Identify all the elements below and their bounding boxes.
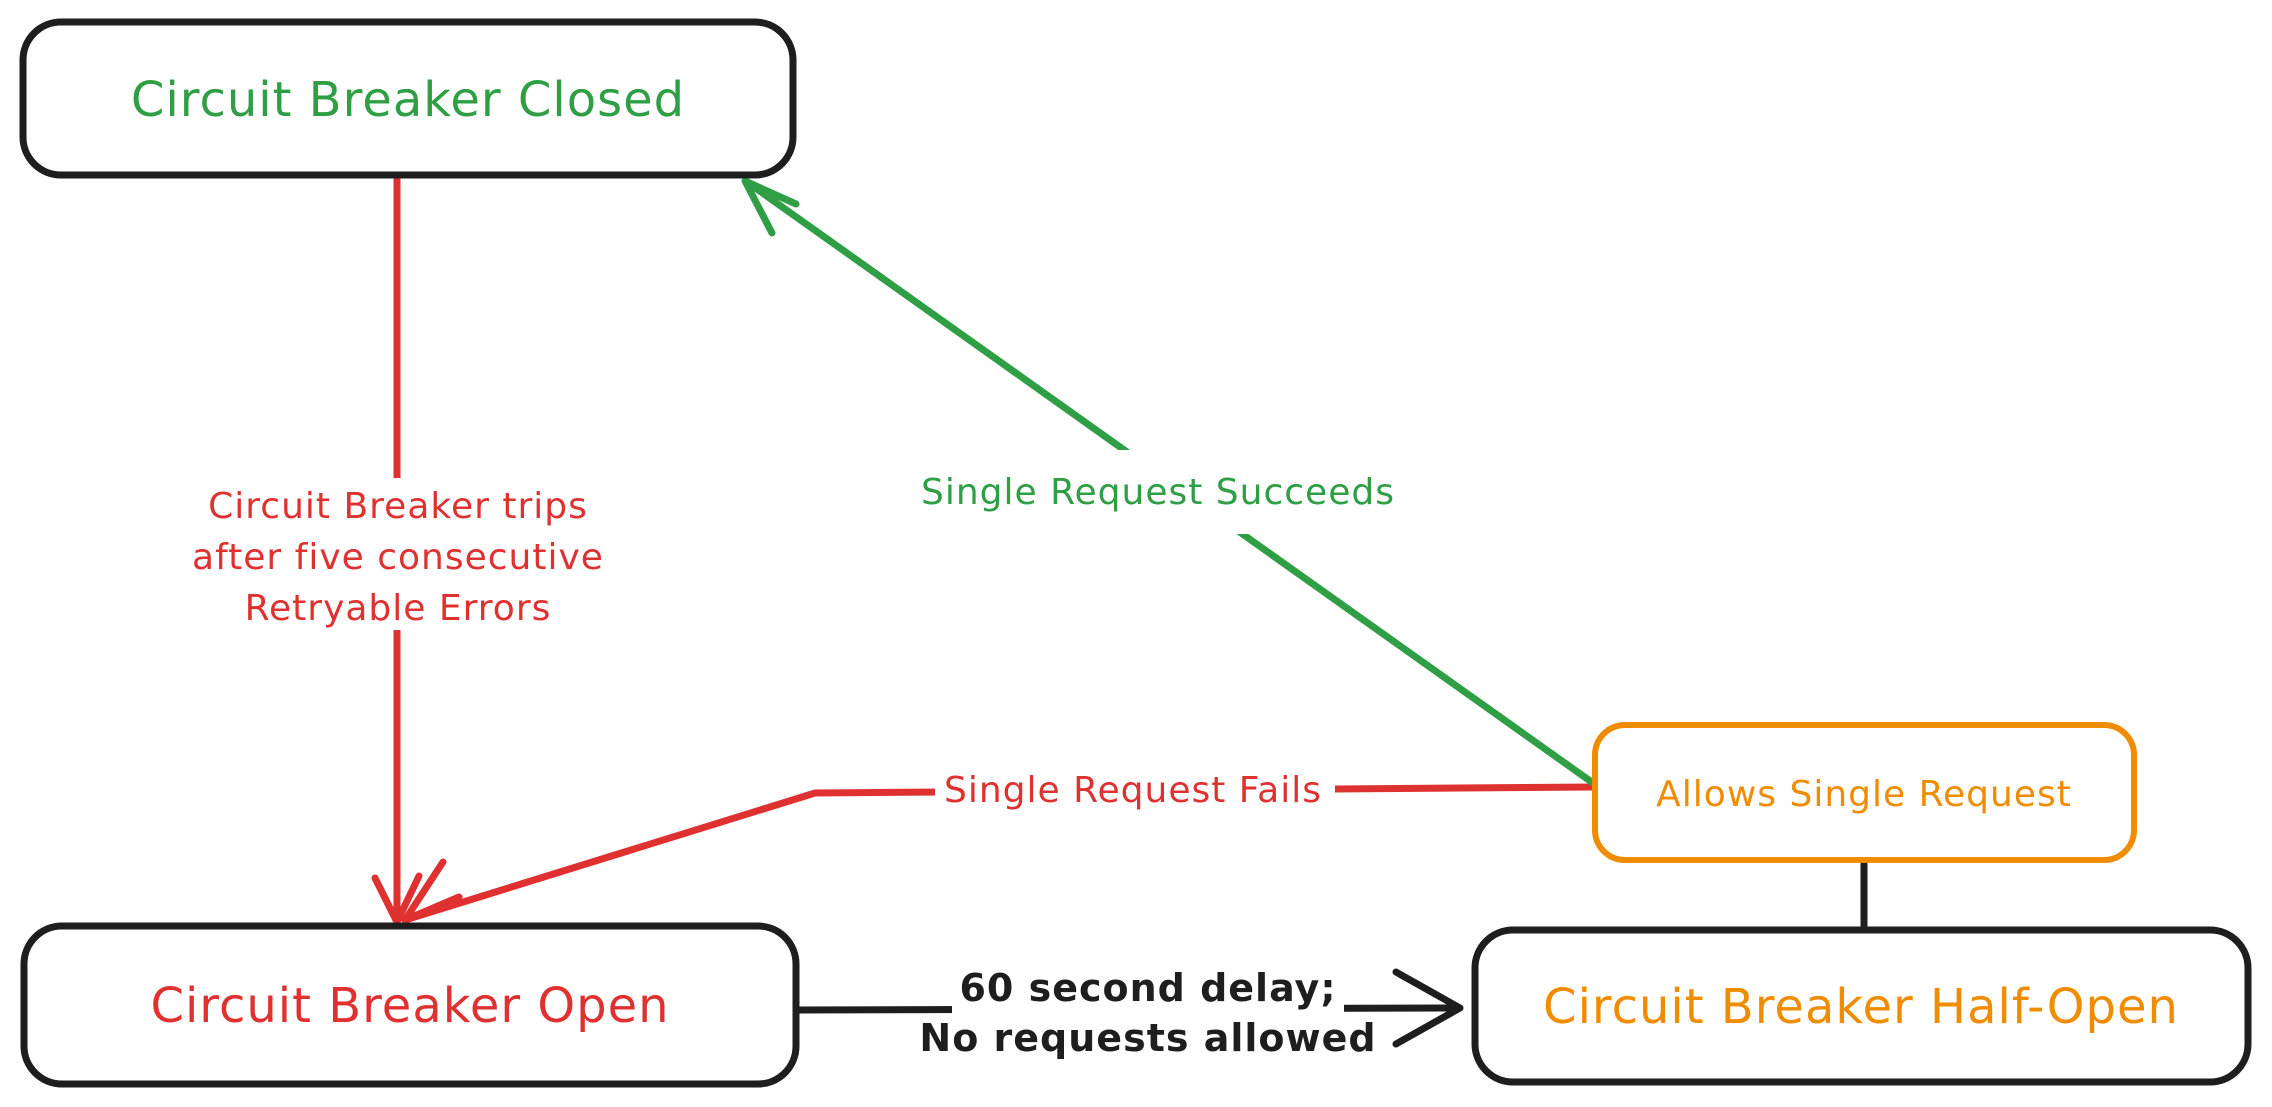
state-closed-box (19, 18, 797, 179)
state-closed-label: Circuit Breaker Closed (131, 72, 685, 128)
edge-single-request-succeeds-arrowhead-icon (741, 177, 800, 237)
state-open-label: Circuit Breaker Open (150, 978, 669, 1034)
trips-label-line-2: after five consecutive (192, 537, 604, 578)
allows-single-request-label: Allows Single Request (1656, 774, 2072, 815)
delay-label-background (952, 952, 1344, 1067)
state-open-box (20, 922, 800, 1088)
fails-label-background (935, 752, 1335, 824)
succeeds-label-background (905, 450, 1405, 534)
single-request-fails-label: Single Request Fails (944, 770, 1322, 811)
trips-label-line-3: Retryable Errors (245, 588, 552, 629)
delay-label-line-2: No requests allowed (919, 1016, 1376, 1060)
edge-delay-arrowhead-icon (1392, 968, 1464, 1048)
state-half-open-label: Circuit Breaker Half-Open (1543, 979, 2179, 1035)
edge-trips-arrowhead-icon (371, 872, 423, 926)
trips-label-line-1: Circuit Breaker trips (208, 486, 588, 527)
delay-label-line-1: 60 second delay; (959, 966, 1336, 1010)
trips-label-background (180, 478, 620, 630)
single-request-succeeds-label: Single Request Succeeds (921, 472, 1395, 513)
edge-single-request-fails-arrowhead-icon (401, 858, 463, 924)
state-half-open-box (1471, 926, 2252, 1086)
allows-single-request-box (1592, 722, 2137, 863)
